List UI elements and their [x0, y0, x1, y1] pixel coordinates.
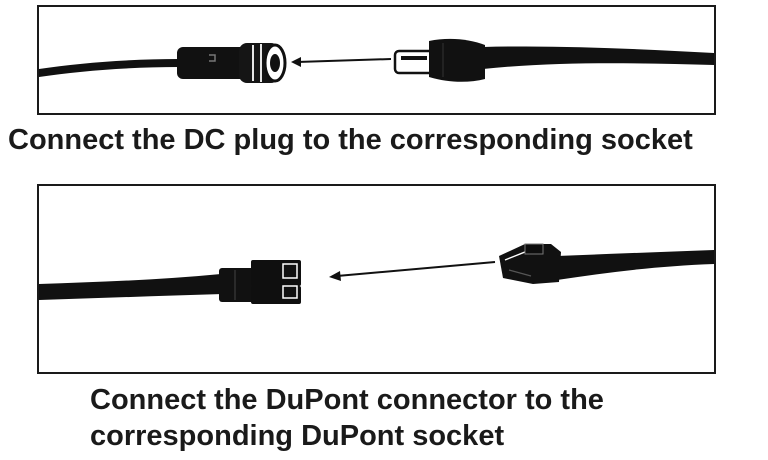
arrow-left-icon [329, 261, 496, 281]
dc-socket-icon [177, 43, 287, 83]
dc-plug-icon [393, 38, 485, 82]
dupont-connector-icon [499, 243, 561, 284]
dc-connection-illustration [37, 5, 716, 115]
arrow-left-icon [291, 57, 392, 67]
dupont-connector-cable-icon [557, 250, 714, 280]
dc-connection-drawing [39, 38, 714, 83]
dupont-connection-illustration [37, 184, 716, 374]
dc-plug-cable-icon [483, 46, 714, 69]
dupont-socket-cable-icon [39, 274, 223, 300]
dupont-caption-line-2: corresponding DuPont socket [90, 420, 505, 452]
dupont-connection-drawing [39, 243, 714, 304]
dc-socket-cable-icon [39, 59, 179, 77]
dupont-caption-line-1: Connect the DuPont connector to the [90, 384, 604, 416]
dupont-socket-icon [219, 260, 301, 304]
dupont-instruction-caption: Connect the DuPont connector to the corr… [90, 382, 604, 454]
dc-instruction-caption: Connect the DC plug to the corresponding… [8, 124, 693, 156]
